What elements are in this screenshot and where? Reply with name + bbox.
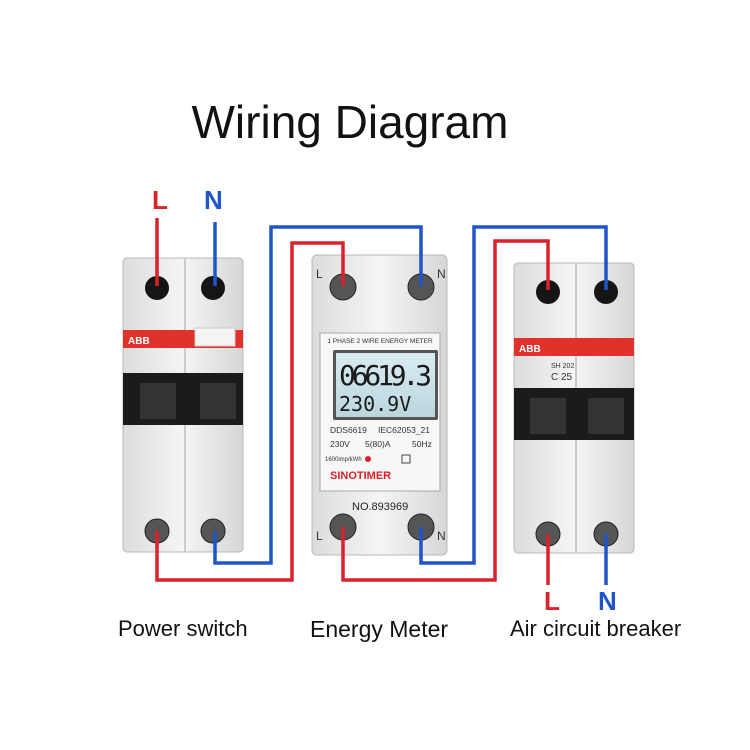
meter-terminal-bottom-left: L — [316, 529, 323, 543]
wire-switch-neutral-to-meter — [213, 225, 423, 565]
meter-kwh-reading: 06619.3 — [339, 359, 432, 392]
meter-pulse-led — [365, 456, 371, 462]
meter-terminal-top-right: N — [437, 267, 446, 281]
energy-meter-caption: Energy Meter — [310, 616, 449, 642]
breaker-neutral-label: N — [598, 586, 617, 616]
breaker-toggle-right[interactable] — [588, 398, 624, 434]
power-switch-live-label: L — [152, 185, 168, 215]
meter-model: DDS6619 — [330, 425, 367, 435]
breaker-top-screw-live — [536, 280, 560, 304]
wire-meter-neutral-to-breaker — [419, 225, 608, 565]
power-switch-brand: ABB — [128, 336, 150, 347]
power-switch-neutral-label: N — [204, 185, 223, 215]
meter-symbol-icon — [401, 454, 411, 464]
power-switch-top-screw-neutral — [201, 276, 225, 300]
breaker-top-screw-neutral — [594, 280, 618, 304]
meter-serial: NO.893969 — [352, 501, 408, 513]
breaker-red-band — [514, 338, 634, 356]
breaker-model: SH 202 — [551, 363, 574, 370]
meter-top-label: 1 PHASE 2 WIRE ENERGY METER — [327, 338, 433, 345]
breaker-caption: Air circuit breaker — [510, 616, 682, 641]
meter-voltage-reading: 230.9V — [339, 392, 411, 416]
power-switch-toggle-left[interactable] — [140, 383, 176, 419]
power-switch-top-screw-live — [145, 276, 169, 300]
meter-impulse: 1600imp/kWh — [325, 457, 362, 463]
wire-meter-live-to-breaker — [341, 239, 550, 582]
meter-standard: IEC62053_21 — [378, 425, 430, 435]
power-switch: ABB — [122, 257, 244, 553]
meter-brand: SINOTIMER — [330, 470, 391, 482]
meter-terminal-top-left: L — [316, 267, 323, 281]
breaker-rating: C 25 — [551, 372, 573, 383]
wires — [155, 218, 608, 585]
meter-terminal-bottom-right: N — [437, 529, 446, 543]
meter-frequency: 50Hz — [412, 439, 432, 449]
power-switch-toggle-right[interactable] — [200, 383, 236, 419]
meter-current-rating: 5(80)A — [365, 439, 391, 449]
air-circuit-breaker: ABB SH 202 C 25 — [513, 262, 635, 554]
power-switch-bottom-screw-neutral — [200, 518, 226, 544]
energy-meter: 1 PHASE 2 WIRE ENERGY METER 06619.3 230.… — [311, 254, 448, 556]
wire-switch-live-to-meter — [155, 241, 345, 582]
meter-voltage-rating: 230V — [330, 439, 350, 449]
power-switch-caption: Power switch — [118, 616, 248, 641]
breaker-live-label: L — [544, 586, 560, 616]
page-title: Wiring Diagram — [191, 96, 509, 148]
breaker-brand: ABB — [519, 344, 541, 355]
breaker-toggle-left[interactable] — [530, 398, 566, 434]
